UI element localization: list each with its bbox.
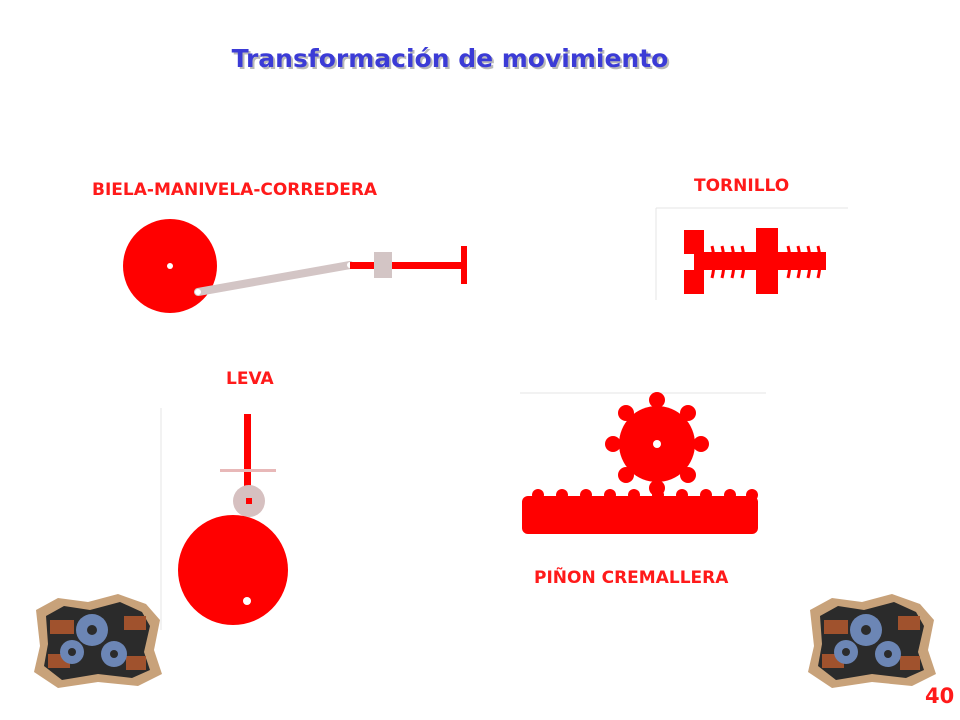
rod-pin-crank xyxy=(195,289,201,295)
leva-mechanism xyxy=(160,408,288,630)
screw-nut xyxy=(756,228,778,294)
page-number: 40 xyxy=(925,684,955,708)
label-tornillo: TORNILLO xyxy=(694,176,790,196)
connecting-rod xyxy=(194,261,354,296)
gear-wall-icon xyxy=(802,590,942,690)
follower-rod xyxy=(244,414,251,490)
biela-manivela-mechanism xyxy=(123,219,467,313)
follower-guide xyxy=(220,469,276,472)
screw-head xyxy=(684,230,704,294)
rack xyxy=(522,489,758,534)
cam-axle xyxy=(243,597,251,605)
crank-axle xyxy=(167,263,173,269)
label-leva: LEVA xyxy=(226,369,274,389)
pinon-cremallera-mechanism xyxy=(520,392,766,534)
label-biela-manivela: BIELA-MANIVELA-CORREDERA xyxy=(92,180,378,200)
slider-guide xyxy=(374,252,392,278)
slider-end xyxy=(461,246,467,284)
gear-wall-icon xyxy=(28,590,168,690)
screw-thread xyxy=(710,245,822,279)
pinion-axle xyxy=(653,440,661,448)
tornillo-mechanism xyxy=(655,207,848,300)
slide-title: Transformación de movimiento xyxy=(231,44,669,73)
cam-disc xyxy=(178,515,288,625)
slider-rod xyxy=(350,262,464,269)
label-pinon-cremallera: PIÑON CREMALLERA xyxy=(534,568,729,588)
